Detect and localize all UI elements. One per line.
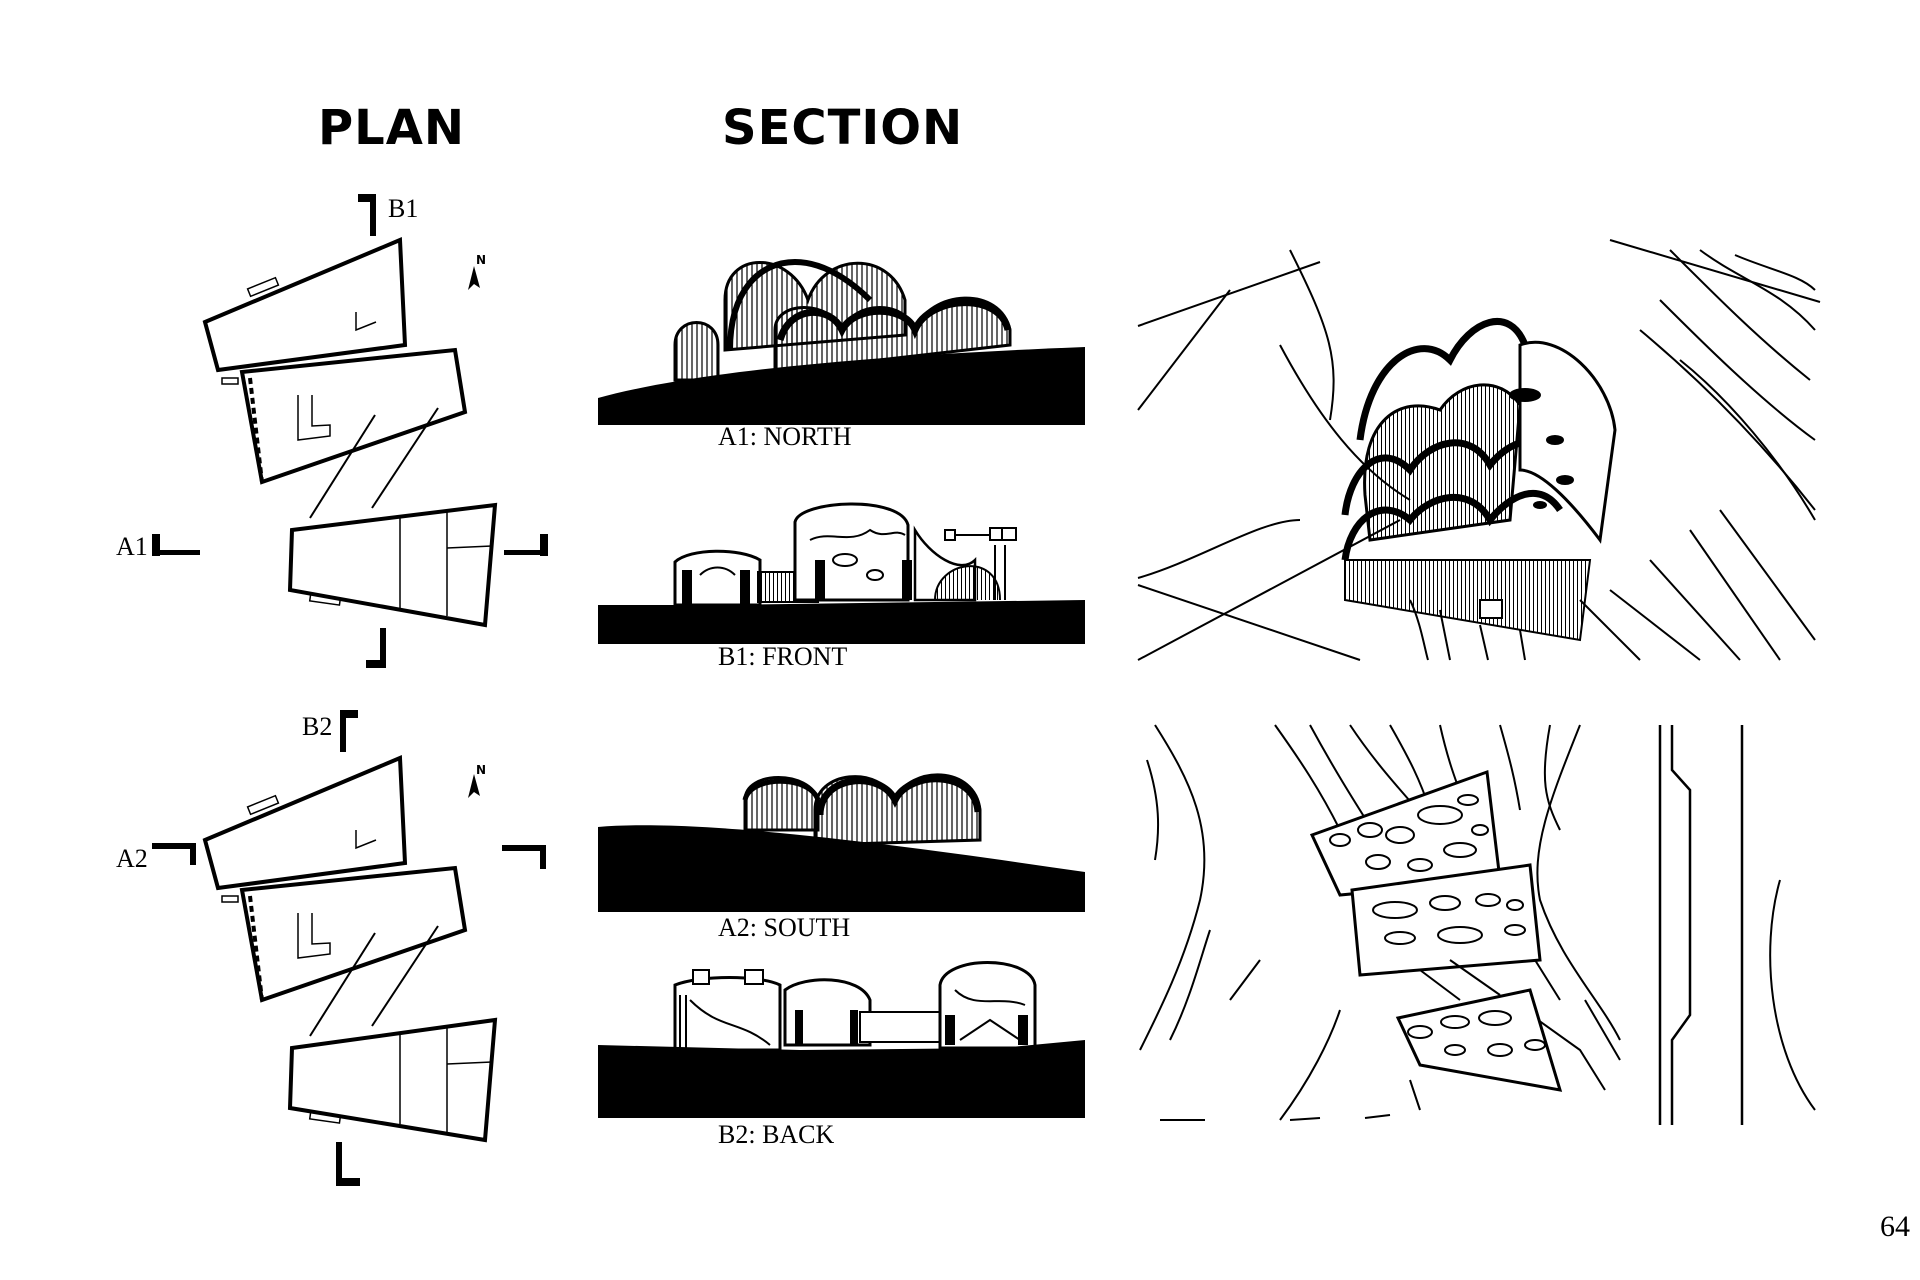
plan-volume-2b [239,865,468,1003]
perspective-view-top [1137,239,1821,661]
section-a1-drawing [598,258,1085,425]
plan-top [152,194,548,668]
section-marker-label-a2: A2 [116,844,148,873]
section-marker-label-a1: A1 [116,532,148,561]
section-caption-a2: A2: SOUTH [718,913,851,942]
plan-heading: PLAN [318,100,466,156]
section-cut-marker-b1-bottom [366,628,386,668]
perspective-slab-3 [1395,988,1563,1092]
section-caption-b1: B1: FRONT [718,642,848,671]
section-a2-drawing [598,773,1085,912]
plan-volume-1 [202,237,408,373]
section-heading: SECTION [722,100,964,156]
plan-volume-3 [287,502,498,628]
section-b1-drawing [598,502,1085,644]
section-marker-label-b1: B1 [388,194,419,223]
section-cut-marker-b2-bottom [336,1142,360,1186]
plan-volume-3b [287,1017,498,1143]
perspective-view-bottom [1139,724,1816,1125]
section-cut-marker-b2-top [340,710,358,752]
section-marker-label-b2: B2 [302,712,333,741]
plan-volume-1b [202,755,408,891]
page-number: 64 [1880,1210,1910,1243]
north-label: N [476,253,487,267]
section-cut-marker-a2-left [152,843,196,865]
section-caption-a1: A1: NORTH [718,422,852,451]
section-cut-marker-a1-right [504,534,548,556]
section-cut-marker-a1-left [152,534,200,556]
north-arrow-icon [468,266,480,290]
north-label: N [476,763,487,777]
section-cut-marker-b1-top [358,194,376,236]
perspective-slab-2 [1350,863,1542,977]
section-b2-drawing [598,961,1085,1118]
plan-bottom [152,710,546,1186]
section-caption-b2: B2: BACK [718,1120,835,1149]
section-cut-marker-a2-right [502,845,546,869]
north-arrow-icon [468,774,480,798]
plan-volume-2 [239,347,468,485]
